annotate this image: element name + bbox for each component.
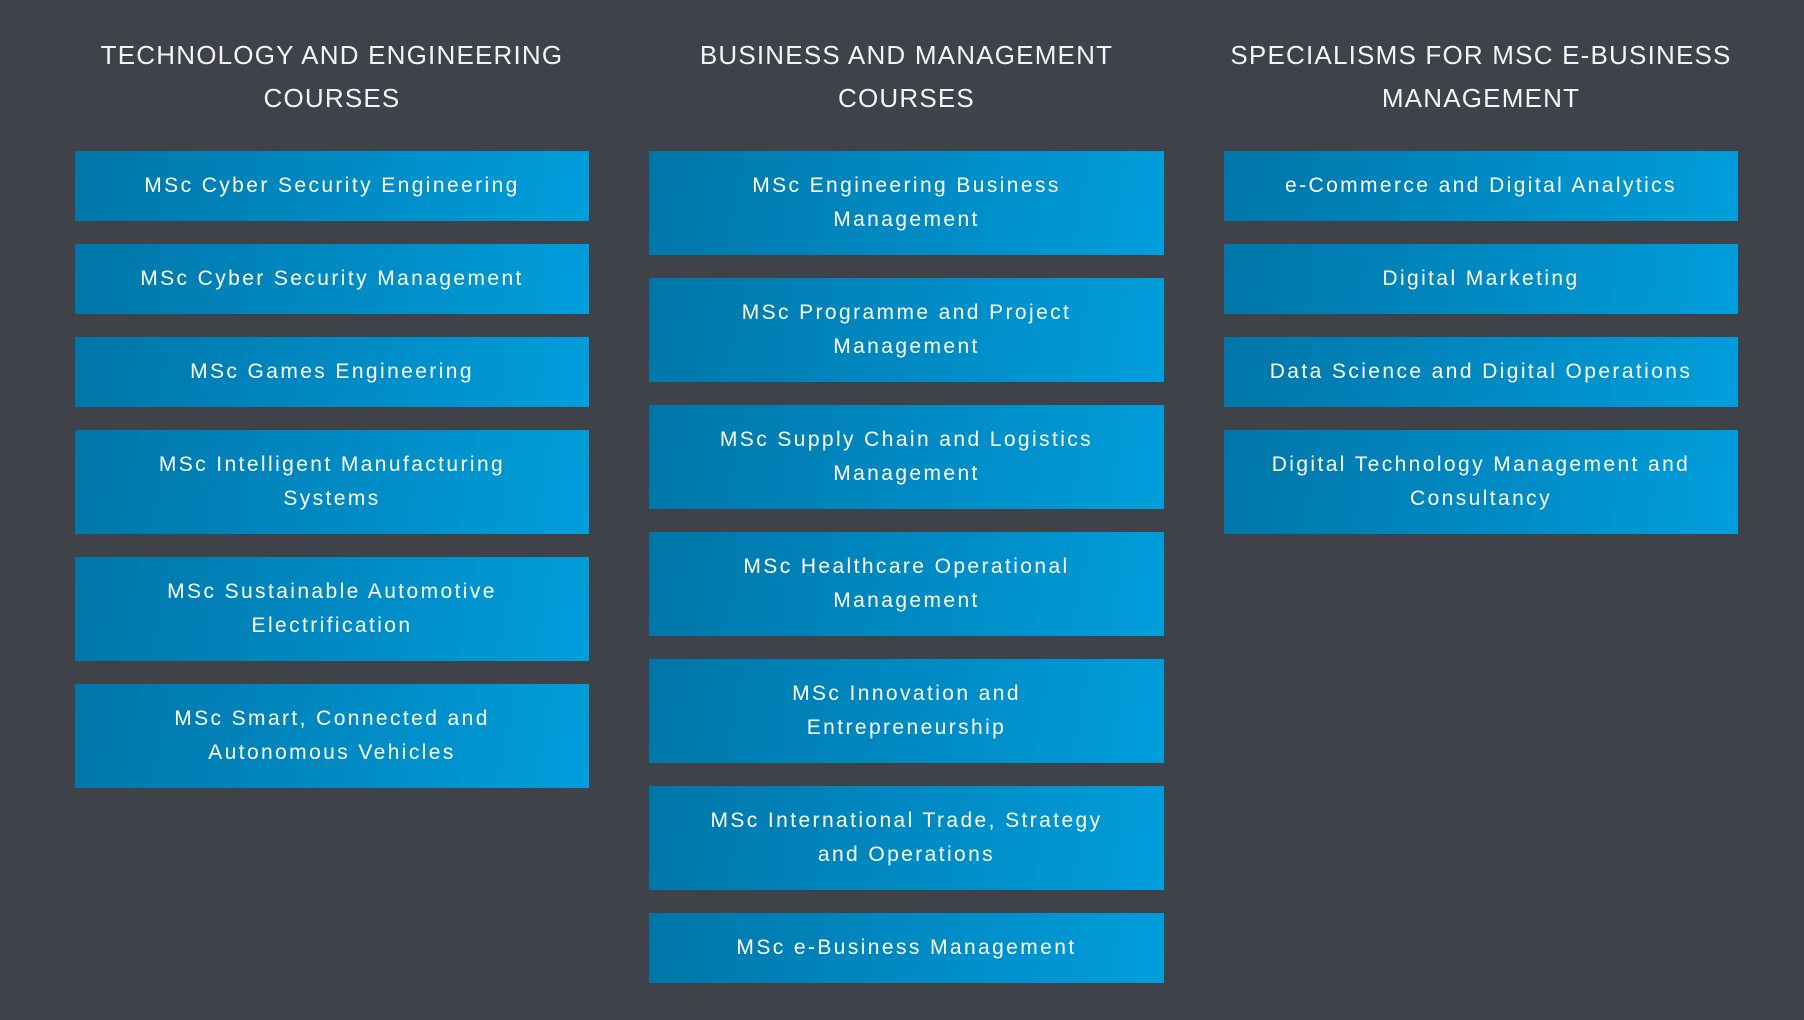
course-list: MSc Engineering Business Management MSc … bbox=[649, 151, 1164, 983]
course-link[interactable]: MSc International Trade, Strategy and Op… bbox=[649, 786, 1164, 890]
column-technology-engineering: Technology and Engineering Courses MSc C… bbox=[75, 34, 589, 788]
course-link[interactable]: MSc Programme and Project Management bbox=[649, 278, 1164, 382]
column-heading: Technology and Engineering Courses bbox=[100, 40, 564, 113]
course-link[interactable]: MSc Healthcare Operational Management bbox=[649, 532, 1164, 636]
column-business-management: Business and Management Courses MSc Engi… bbox=[649, 34, 1164, 983]
course-link[interactable]: MSc Supply Chain and Logistics Managemen… bbox=[649, 405, 1164, 509]
specialism-link[interactable]: Data Science and Digital Operations bbox=[1224, 337, 1738, 407]
course-link[interactable]: MSc Games Engineering bbox=[75, 337, 589, 407]
specialism-link[interactable]: Digital Marketing bbox=[1224, 244, 1738, 314]
specialism-link[interactable]: e-Commerce and Digital Analytics bbox=[1224, 151, 1738, 221]
course-link[interactable]: MSc Engineering Business Management bbox=[649, 151, 1164, 255]
column-heading: Business and Management Courses bbox=[699, 40, 1114, 113]
course-link[interactable]: MSc e-Business Management bbox=[649, 913, 1164, 983]
course-link[interactable]: MSc Innovation and Entrepreneurship bbox=[649, 659, 1164, 763]
specialism-list: e-Commerce and Digital Analytics Digital… bbox=[1224, 151, 1738, 534]
course-link[interactable]: MSc Cyber Security Management bbox=[75, 244, 589, 314]
course-link[interactable]: MSc Cyber Security Engineering bbox=[75, 151, 589, 221]
specialism-link[interactable]: Digital Technology Management and Consul… bbox=[1224, 430, 1738, 534]
course-link[interactable]: MSc Intelligent Manufacturing Systems bbox=[75, 430, 589, 534]
course-link[interactable]: MSc Sustainable Automotive Electrificati… bbox=[75, 557, 589, 661]
course-list: MSc Cyber Security Engineering MSc Cyber… bbox=[75, 151, 589, 788]
course-link[interactable]: MSc Smart, Connected and Autonomous Vehi… bbox=[75, 684, 589, 788]
column-heading: Specialisms for MSc e-Business Managemen… bbox=[1230, 40, 1732, 113]
column-ebusiness-specialisms: Specialisms for MSc e-Business Managemen… bbox=[1224, 34, 1738, 534]
